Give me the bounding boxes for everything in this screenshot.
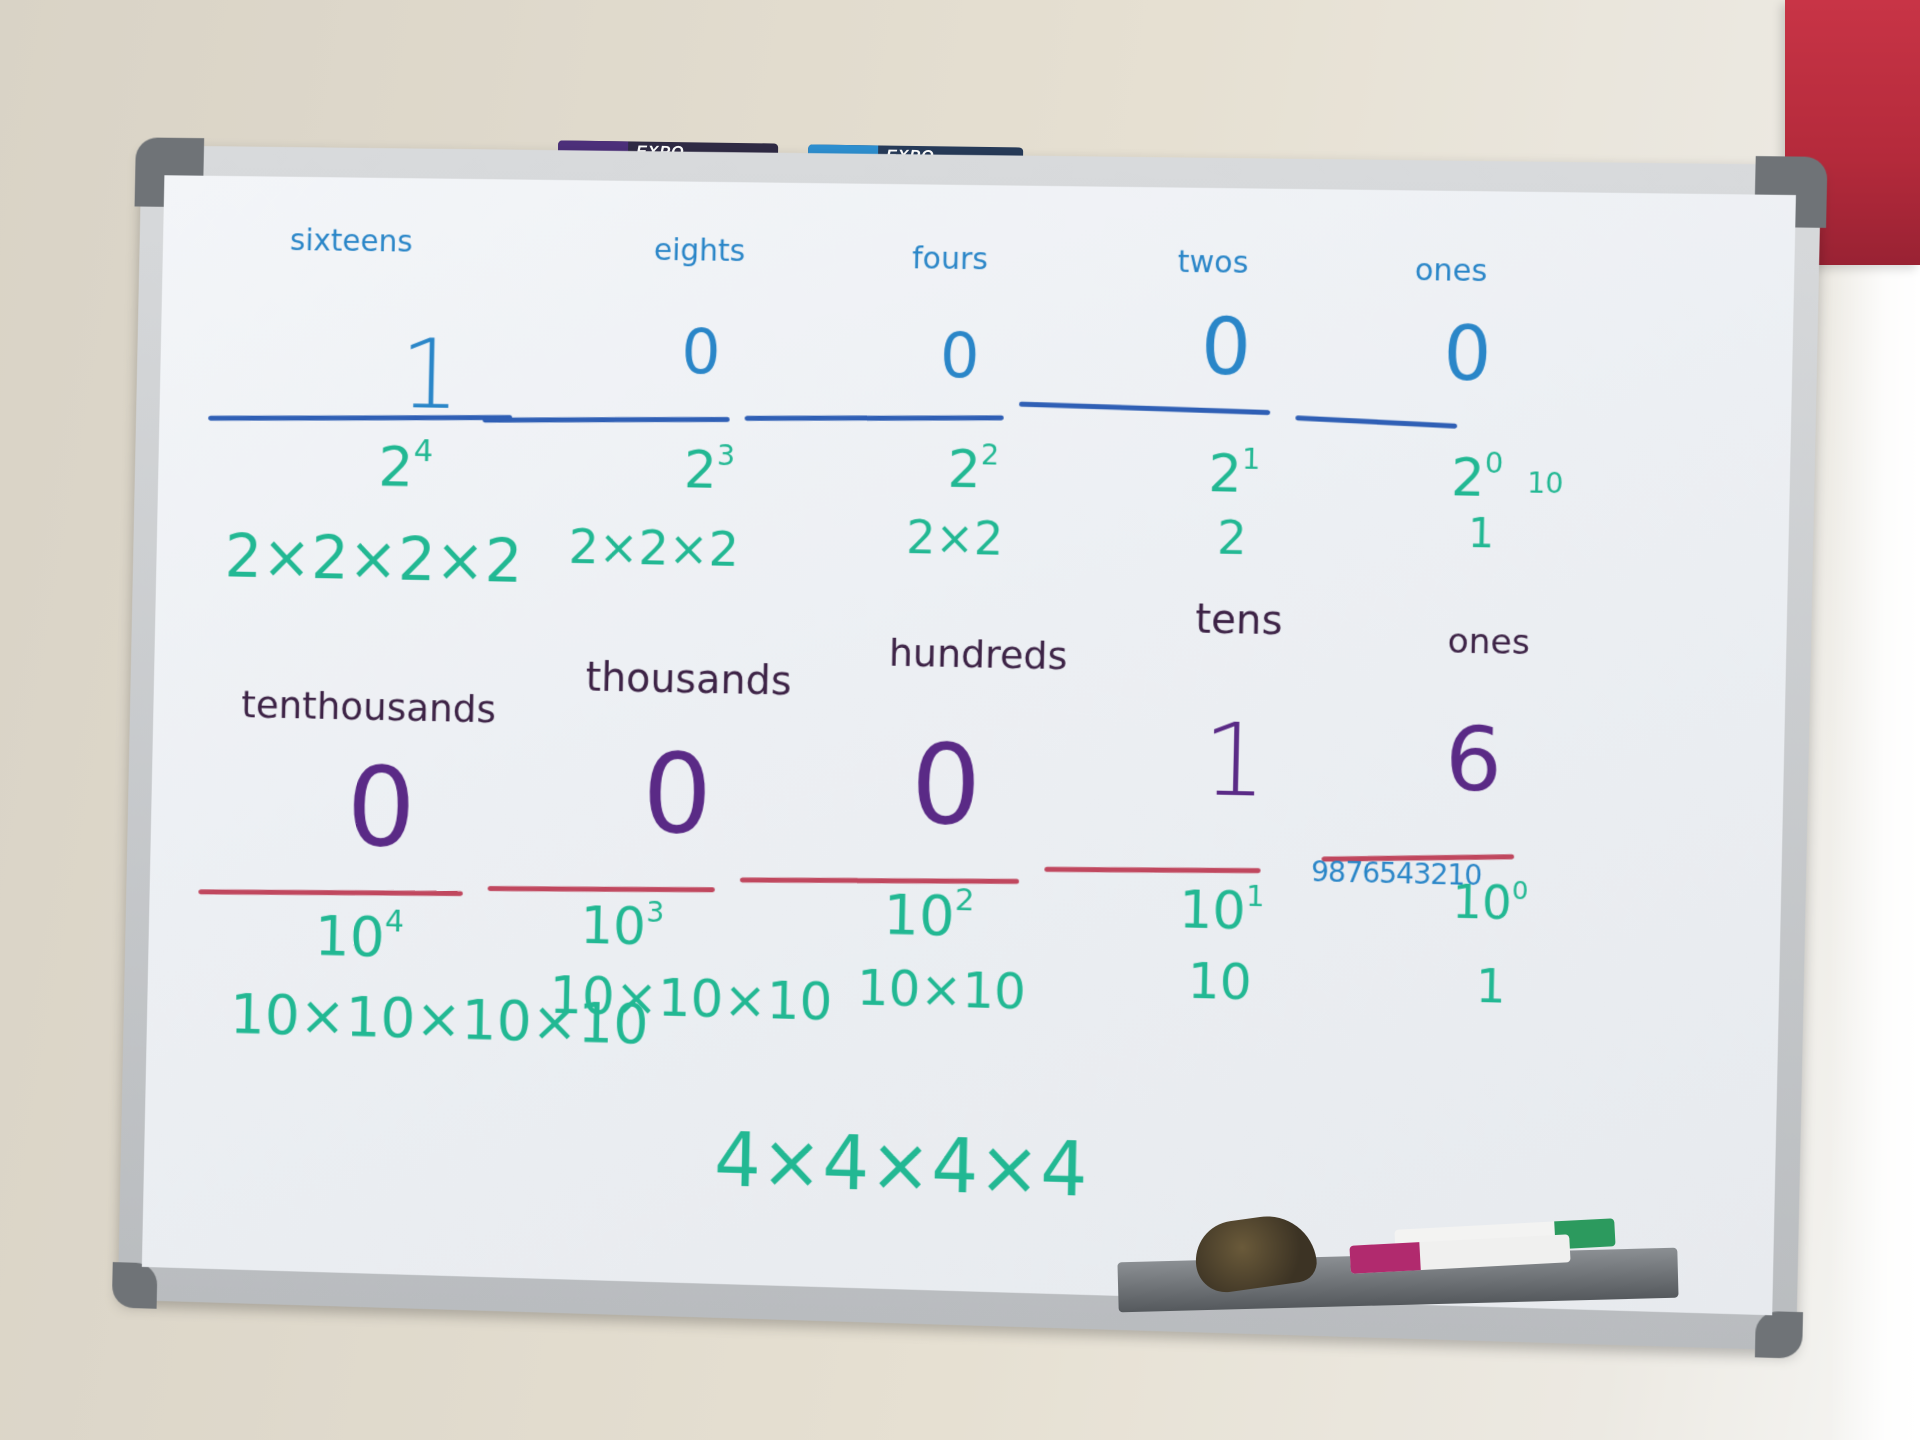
- decimal-power: 104: [314, 903, 405, 970]
- decimal-power: 102: [882, 881, 975, 949]
- frame-corner: [1754, 1310, 1804, 1359]
- decimal-label: thousands: [585, 654, 793, 705]
- decimal-place-line: [198, 889, 463, 896]
- decimal-digit: 0: [345, 743, 417, 872]
- decimal-expanded: 10×10: [856, 958, 1027, 1021]
- decimal-place-line: [487, 886, 715, 893]
- decimal-expanded: 1: [1475, 958, 1507, 1014]
- decimal-power: 100: [1451, 874, 1529, 931]
- decimal-digit: 6: [1444, 706, 1504, 812]
- decimal-label: tens: [1194, 596, 1283, 645]
- decimal-label: tenthousands: [240, 682, 497, 732]
- footer-expression: 4×4×4×4: [713, 1117, 1089, 1214]
- whiteboard: sixteens eights fours twos ones 1 0 0 0 …: [111, 137, 1828, 1359]
- decimal-expanded: 10: [1187, 951, 1253, 1012]
- decimal-power: 103: [579, 894, 665, 958]
- frame-corner: [111, 1262, 158, 1309]
- whiteboard-surface: sixteens eights fours twos ones 1 0 0 0 …: [141, 175, 1796, 1316]
- decimal-place-line: [1044, 866, 1261, 874]
- window-light: [1830, 250, 1920, 1440]
- decimal-power: 101: [1178, 878, 1265, 942]
- decimal-label: hundreds: [888, 630, 1068, 679]
- decimal-place-line: [739, 877, 1020, 885]
- decimal-digit: 0: [909, 720, 983, 850]
- decimal-label: ones: [1447, 621, 1531, 664]
- decimal-expanded: 10×10×10: [548, 965, 834, 1033]
- decimal-digit: 1: [1201, 700, 1268, 820]
- decimal-digit: 0: [641, 729, 714, 859]
